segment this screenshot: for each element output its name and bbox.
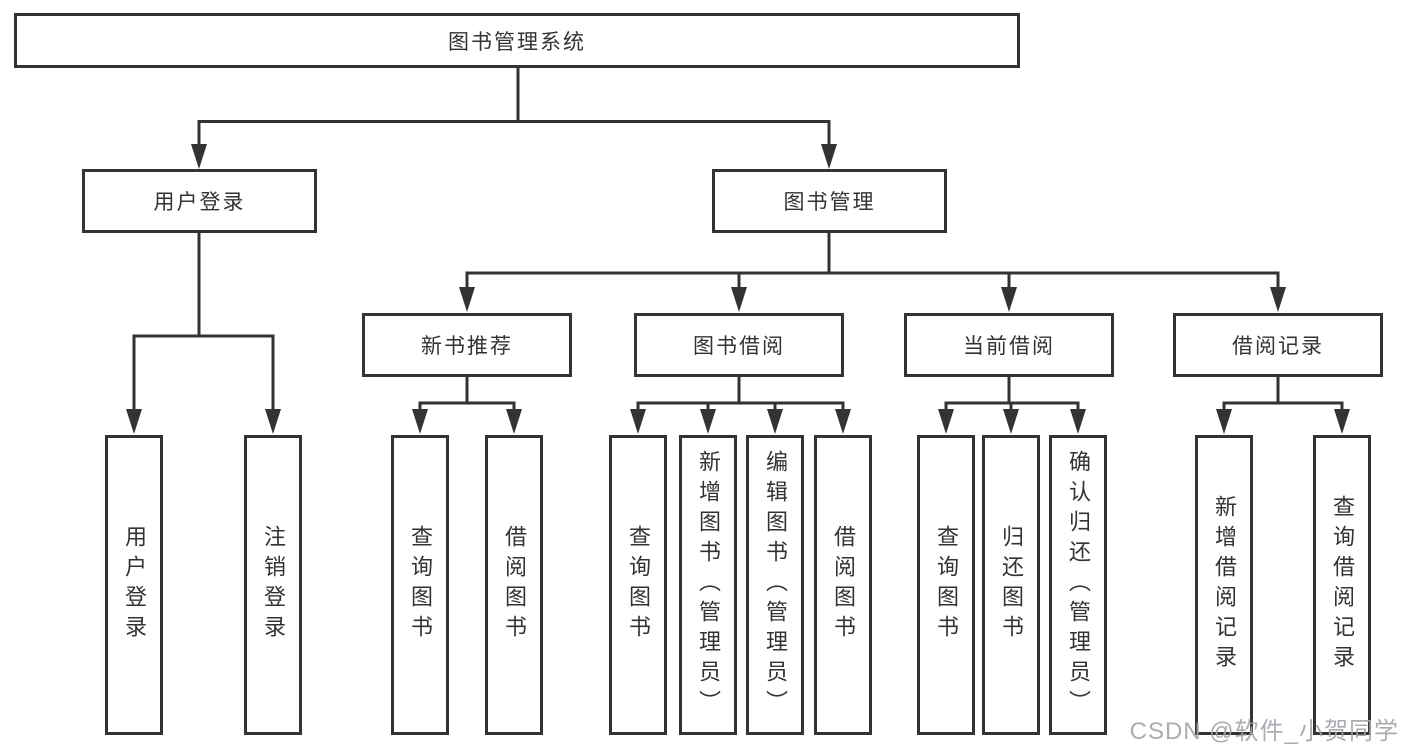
- node-label: 用户登录: [122, 525, 147, 645]
- arrowhead: [1270, 287, 1286, 312]
- arrowhead: [835, 409, 851, 434]
- node-label: 图书管理系统: [448, 30, 586, 54]
- arrowhead: [191, 144, 207, 169]
- arrowhead: [265, 409, 281, 434]
- node-label: 新书推荐: [421, 335, 513, 358]
- leaf-logout: 注销登录: [244, 435, 302, 735]
- node-label: 归还图书: [999, 525, 1024, 645]
- node-system-root: 图书管理系统: [14, 13, 1020, 68]
- node-label: 编辑图书（管理员）: [763, 450, 788, 720]
- arrowhead: [1216, 409, 1232, 434]
- csdn-watermark: CSDN @软件_小贺同学: [1129, 718, 1399, 745]
- node-book-borrowing: 图书借阅: [634, 313, 844, 377]
- node-label: 当前借阅: [963, 335, 1055, 358]
- node-new-book-recommend: 新书推荐: [362, 313, 572, 377]
- node-label: 新增借阅记录: [1212, 495, 1237, 675]
- node-label: 查询图书: [934, 525, 959, 645]
- node-label: 用户登录: [153, 191, 246, 214]
- node-label: 借阅图书: [502, 525, 527, 645]
- node-label: 借阅图书: [831, 525, 856, 645]
- node-book-management: 图书管理: [712, 169, 947, 233]
- arrowhead: [126, 409, 142, 434]
- arrowhead: [700, 409, 716, 434]
- arrowhead: [767, 409, 783, 434]
- arrowhead: [938, 409, 954, 434]
- node-user-login: 用户登录: [82, 169, 317, 233]
- node-label: 确认归还（管理员）: [1066, 450, 1091, 720]
- leaf-query-books-current: 查询图书: [917, 435, 975, 735]
- arrowhead: [1070, 409, 1086, 434]
- node-label: 借阅记录: [1232, 335, 1324, 358]
- leaf-return-books: 归还图书: [982, 435, 1040, 735]
- node-label: 查询借阅记录: [1330, 495, 1355, 675]
- node-label: 新增图书（管理员）: [696, 450, 721, 720]
- arrowhead: [506, 409, 522, 434]
- leaf-borrow-books-recommend: 借阅图书: [485, 435, 543, 735]
- node-label: 图书管理: [783, 191, 876, 214]
- arrowhead: [630, 409, 646, 434]
- leaf-query-books-recommend: 查询图书: [391, 435, 449, 735]
- leaf-add-book-admin: 新增图书（管理员）: [679, 435, 737, 735]
- leaf-query-borrow-record: 查询借阅记录: [1313, 435, 1371, 735]
- arrowhead: [1334, 409, 1350, 434]
- leaf-borrow-books: 借阅图书: [814, 435, 872, 735]
- arrowhead: [821, 144, 837, 169]
- leaf-edit-book-admin: 编辑图书（管理员）: [746, 435, 804, 735]
- leaf-user-login: 用户登录: [105, 435, 163, 735]
- node-label: 注销登录: [261, 525, 286, 645]
- leaf-confirm-return-admin: 确认归还（管理员）: [1049, 435, 1107, 735]
- arrowhead: [1001, 287, 1017, 312]
- node-label: 查询图书: [408, 525, 433, 645]
- node-current-borrowing: 当前借阅: [904, 313, 1114, 377]
- arrowhead: [731, 287, 747, 312]
- node-label: 查询图书: [626, 525, 651, 645]
- arrowhead: [1003, 409, 1019, 434]
- arrowhead: [412, 409, 428, 434]
- arrowhead: [459, 287, 475, 312]
- leaf-query-books-borrowing: 查询图书: [609, 435, 667, 735]
- node-label: 图书借阅: [693, 335, 785, 358]
- leaf-add-borrow-record: 新增借阅记录: [1195, 435, 1253, 735]
- node-borrow-records: 借阅记录: [1173, 313, 1383, 377]
